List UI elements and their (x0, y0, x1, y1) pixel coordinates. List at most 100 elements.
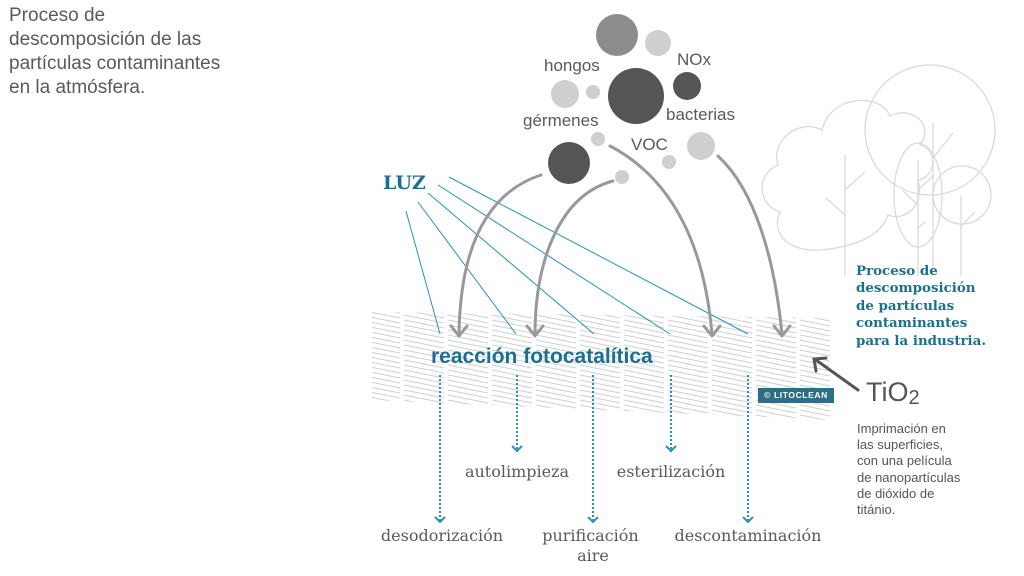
hatch-line (403, 329, 445, 339)
hatch-line (492, 300, 532, 308)
hatch-line (403, 344, 445, 354)
hatch-line (579, 312, 621, 319)
hatch-line (668, 480, 708, 488)
hatch-line (623, 389, 665, 399)
hatch-line (623, 379, 665, 389)
hatch-line (360, 470, 400, 478)
hatch-line (579, 414, 621, 420)
hatch-line (756, 210, 796, 218)
hatch-line (667, 319, 709, 329)
hatch-line (668, 245, 708, 253)
hatch-line (711, 344, 753, 354)
hatch-line (448, 215, 488, 223)
hatch-line (360, 425, 400, 433)
effect-label-purificacion: purificación aire (542, 526, 644, 565)
hatch-line (755, 339, 797, 349)
hatch-line (492, 255, 532, 263)
curved-arrow-head (449, 324, 469, 338)
hatch-line (535, 404, 577, 414)
hatch-line (404, 245, 444, 253)
hatch-line (756, 470, 796, 478)
hatch-line (404, 290, 444, 298)
hatch-line (580, 465, 620, 473)
tio2-description: Imprimación en las superficies, con una … (857, 421, 961, 518)
hatch-line (491, 419, 533, 420)
hatch-line (799, 319, 830, 329)
hatch-line (667, 414, 709, 420)
hatch-line (624, 240, 664, 248)
hatch-line (491, 384, 533, 394)
hatch-line (799, 334, 830, 344)
hatch-line (711, 329, 753, 339)
hatch-line (536, 235, 576, 243)
hatch-line (667, 339, 709, 349)
hatch-line (711, 319, 753, 329)
hatch-line (756, 475, 796, 483)
hatch-line (800, 270, 840, 278)
hatch-line (536, 285, 576, 293)
hatch-line (579, 324, 621, 334)
hatch-line (492, 295, 532, 303)
hatch-line (668, 255, 708, 263)
hatch-line (667, 324, 709, 334)
hatch-line (711, 389, 753, 399)
hatch-line (403, 312, 445, 314)
hatch-line (404, 455, 444, 463)
hatch-line (580, 475, 620, 483)
hatch-line (360, 440, 400, 448)
hatch-line (755, 334, 797, 344)
hatch-line (755, 312, 797, 319)
hatch-line (404, 460, 444, 468)
hatch-line (756, 455, 796, 463)
hatch-line (491, 374, 533, 384)
hatch-line (403, 312, 445, 319)
tree-round-canopy-large (864, 64, 996, 196)
hatch-line (360, 270, 400, 278)
hatch-line (404, 480, 444, 488)
hatch-line (536, 425, 576, 433)
hatch-line (447, 359, 489, 369)
hatch-line (447, 379, 489, 389)
hatch-line (580, 240, 620, 248)
hatch-line (447, 339, 489, 349)
hatch-line (667, 404, 709, 414)
hatch-line (756, 435, 796, 443)
hatch-line (372, 314, 401, 324)
hatch-line (712, 295, 752, 303)
hatch-line (372, 374, 401, 384)
hatch-line (403, 389, 445, 399)
hatch-line (491, 399, 533, 409)
hatch-line (372, 334, 401, 344)
hatch-line (372, 329, 401, 339)
hatch-line (491, 319, 533, 329)
hatch-line (447, 419, 489, 420)
hatch-line (668, 235, 708, 243)
hatch-line (624, 290, 664, 298)
hatch-line (623, 334, 665, 344)
hatch-line (800, 275, 840, 283)
hatch-line (403, 394, 445, 404)
hatch-line (755, 409, 797, 419)
hatch-line (403, 334, 445, 344)
hatch-line (580, 270, 620, 278)
hatch-line (404, 205, 444, 213)
hatch-line (623, 419, 665, 420)
hatch-line (800, 220, 840, 228)
hatch-line (536, 280, 576, 288)
hatch-line (360, 445, 400, 453)
hatch-line (755, 419, 797, 420)
hatch-line (799, 349, 830, 359)
particle (596, 14, 638, 56)
hatch-line (712, 290, 752, 298)
hatch-line (580, 210, 620, 218)
hatch-line (535, 379, 577, 389)
hatch-line (800, 445, 840, 453)
hatch-line (712, 445, 752, 453)
hatch-line (756, 255, 796, 263)
hatch-line (624, 220, 664, 228)
hatch-line (579, 354, 621, 364)
hatch-line (623, 329, 665, 339)
hatch-line (712, 270, 752, 278)
hatch-line (667, 394, 709, 404)
hatch-line (404, 250, 444, 258)
